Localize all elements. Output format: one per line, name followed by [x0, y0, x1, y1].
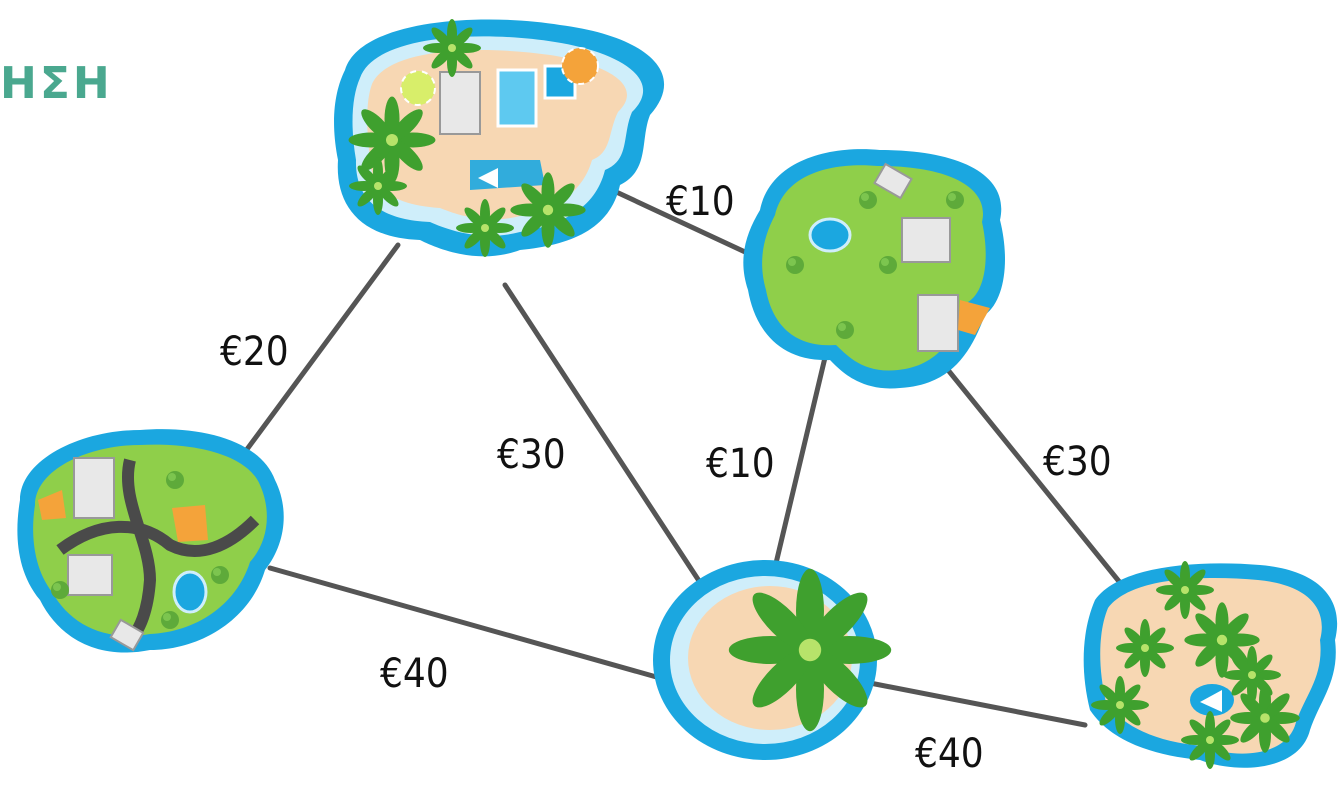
- bush-icon: [879, 256, 897, 274]
- house-icon: [901, 217, 951, 263]
- page-title: ΗΣΗ: [0, 58, 113, 109]
- bush-icon: [836, 321, 854, 339]
- island-resort: [334, 19, 665, 257]
- pond-icon: [172, 570, 208, 614]
- edge-town-palm: [267, 565, 663, 681]
- pond-icon: [808, 217, 852, 253]
- edge-label-resort-palm: €30: [497, 432, 566, 478]
- island-village: [743, 149, 1005, 389]
- edge-label-palm-beach: €40: [915, 731, 984, 777]
- edge-resort-palm: [502, 282, 708, 593]
- edge-label-town-palm: €40: [380, 651, 449, 697]
- edge-resort-town: [225, 242, 401, 478]
- house-icon: [917, 294, 959, 352]
- edge-label-resort-town: €20: [220, 329, 289, 375]
- edge-label-village-palm: €10: [706, 441, 775, 487]
- bush-icon: [51, 581, 69, 599]
- island-town: [17, 429, 284, 653]
- edge-village-palm: [769, 342, 831, 583]
- edge-village-beach: [945, 367, 1133, 598]
- edge-palm-beach: [867, 680, 1088, 728]
- bush-icon: [211, 566, 229, 584]
- island-beach: [1083, 561, 1338, 769]
- parasol-icon: [562, 48, 598, 84]
- house-icon: [73, 457, 115, 519]
- parasol-icon: [401, 71, 435, 105]
- bush-icon: [946, 191, 964, 209]
- edge-label-village-beach: €30: [1043, 439, 1112, 485]
- bush-icon: [166, 471, 184, 489]
- pool-icon: [496, 68, 538, 128]
- edge-resort-village: [609, 187, 761, 261]
- island-palm: [653, 560, 892, 760]
- bush-icon: [161, 611, 179, 629]
- house-icon: [67, 554, 113, 596]
- bush-icon: [859, 191, 877, 209]
- road-icon: [56, 515, 260, 557]
- bush-icon: [786, 256, 804, 274]
- edge-label-resort-village: €10: [666, 179, 735, 225]
- building-icon: [439, 71, 481, 135]
